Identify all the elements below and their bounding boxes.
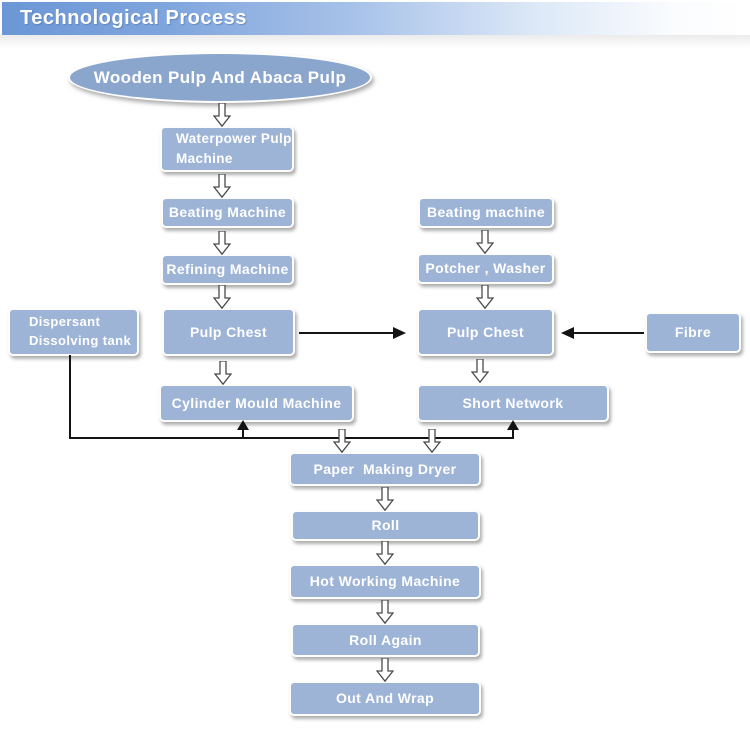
down-arrow-icon (213, 231, 231, 255)
left-arrow-icon (561, 327, 574, 339)
node-potcher-washer: Potcher , Washer (417, 253, 554, 284)
node-pulp-chest-left: Pulp Chest (162, 308, 295, 356)
down-arrow-icon (376, 541, 394, 565)
node-hot-working-machine: Hot Working Machine (289, 564, 481, 599)
down-arrow-icon (213, 174, 231, 198)
node-beating-machine-right: Beating machine (418, 197, 554, 228)
down-arrow-icon (376, 658, 394, 682)
node-paper-making-dryer: Paper Making Dryer (289, 452, 481, 486)
connector-line (69, 437, 514, 439)
node-dispersant-dissolving-tank: Dispersant Dissolving tank (8, 308, 139, 356)
connector-line (512, 428, 514, 438)
up-arrow-icon (507, 420, 519, 430)
node-fibre: Fibre (645, 312, 741, 353)
node-roll: Roll (291, 510, 480, 541)
node-out-and-wrap: Out And Wrap (289, 681, 481, 716)
down-arrow-icon (376, 600, 394, 624)
down-arrow-icon (333, 429, 351, 453)
node-beating-machine-left: Beating Machine (161, 197, 294, 228)
down-arrow-icon (476, 230, 494, 254)
node-roll-again: Roll Again (291, 623, 480, 657)
node-cylinder-mould-machine: Cylinder Mould Machine (159, 384, 354, 422)
down-arrow-icon (213, 103, 231, 127)
down-arrow-icon (476, 285, 494, 309)
right-arrow-icon (393, 327, 406, 339)
down-arrow-icon (471, 359, 489, 383)
node-pulp-chest-right: Pulp Chest (417, 308, 554, 356)
node-start: Wooden Pulp And Abaca Pulp (68, 52, 372, 103)
banner-shadow (0, 35, 750, 48)
down-arrow-icon (213, 285, 231, 309)
down-arrow-icon (376, 487, 394, 511)
node-refining-machine: Refining Machine (161, 254, 294, 285)
connector-line (574, 332, 644, 334)
down-arrow-icon (423, 429, 441, 453)
header-banner: Technological Process (2, 2, 748, 35)
page-title: Technological Process (20, 7, 247, 29)
connector-line (69, 355, 71, 439)
down-arrow-icon (214, 361, 232, 385)
up-arrow-icon (237, 420, 249, 430)
node-waterpower-pulp-machine: Waterpower Pulp Machine (160, 126, 294, 172)
node-short-network: Short Network (417, 384, 609, 422)
connector-line (242, 428, 244, 438)
connector-line (299, 332, 394, 334)
